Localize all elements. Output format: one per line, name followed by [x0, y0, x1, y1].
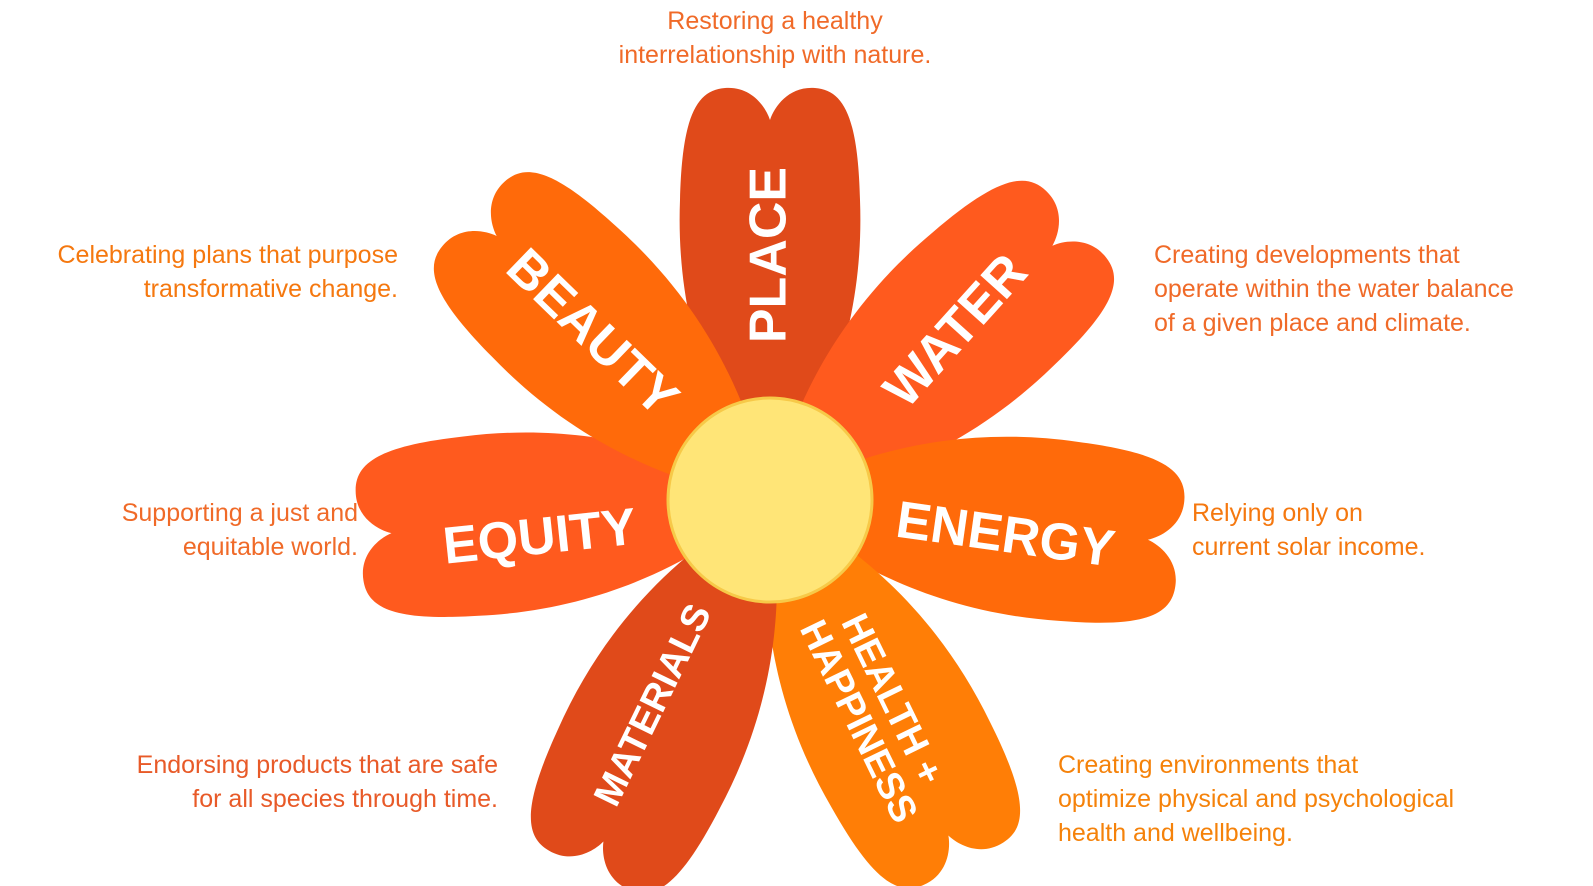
- description-materials-line-2: for all species through time.: [192, 785, 498, 813]
- description-health-line-3: health and wellbeing.: [1058, 819, 1293, 847]
- description-health-line-2: optimize physical and psychological: [1058, 785, 1455, 813]
- description-place-line-1: Restoring a healthy: [667, 7, 883, 35]
- description-place: Restoring a healthy interrelationship wi…: [560, 4, 990, 72]
- petal-water: [770, 180, 1115, 500]
- description-water-line-1: Creating developments that: [1154, 241, 1460, 269]
- flower-center: [666, 396, 874, 604]
- petal-materials: [530, 500, 777, 886]
- petal-energy: [770, 436, 1185, 623]
- description-equity-line-2: equitable world.: [182, 533, 358, 561]
- description-health-line-1: Creating environments that: [1058, 751, 1359, 779]
- description-energy-line-1: Relying only on: [1192, 499, 1363, 527]
- description-energy-line-2: current solar income.: [1192, 533, 1426, 561]
- description-beauty-line-2: transformative change.: [143, 275, 398, 303]
- description-equity: Supporting a just and equitable world.: [40, 496, 358, 564]
- petal-equity: [355, 432, 770, 617]
- description-water: Creating developments that operate withi…: [1154, 238, 1514, 340]
- description-water-line-2: operate within the water balance: [1154, 275, 1514, 303]
- description-health: Creating environments that optimize phys…: [1058, 748, 1454, 850]
- description-beauty: Celebrating plans that purpose transform…: [0, 238, 398, 306]
- petals-group: [355, 87, 1185, 886]
- description-place-line-2: interrelationship with nature.: [618, 41, 932, 69]
- petal-label-place: PLACE: [740, 167, 798, 343]
- description-materials-line-1: Endorsing products that are safe: [136, 751, 498, 779]
- petal-health: [765, 500, 1021, 886]
- description-materials: Endorsing products that are safe for all…: [40, 748, 498, 816]
- petal-beauty: [433, 172, 770, 500]
- description-energy: Relying only on current solar income.: [1192, 496, 1425, 564]
- description-equity-line-1: Supporting a just and: [121, 499, 358, 527]
- description-water-line-3: of a given place and climate.: [1154, 309, 1471, 337]
- description-beauty-line-1: Celebrating plans that purpose: [57, 241, 398, 269]
